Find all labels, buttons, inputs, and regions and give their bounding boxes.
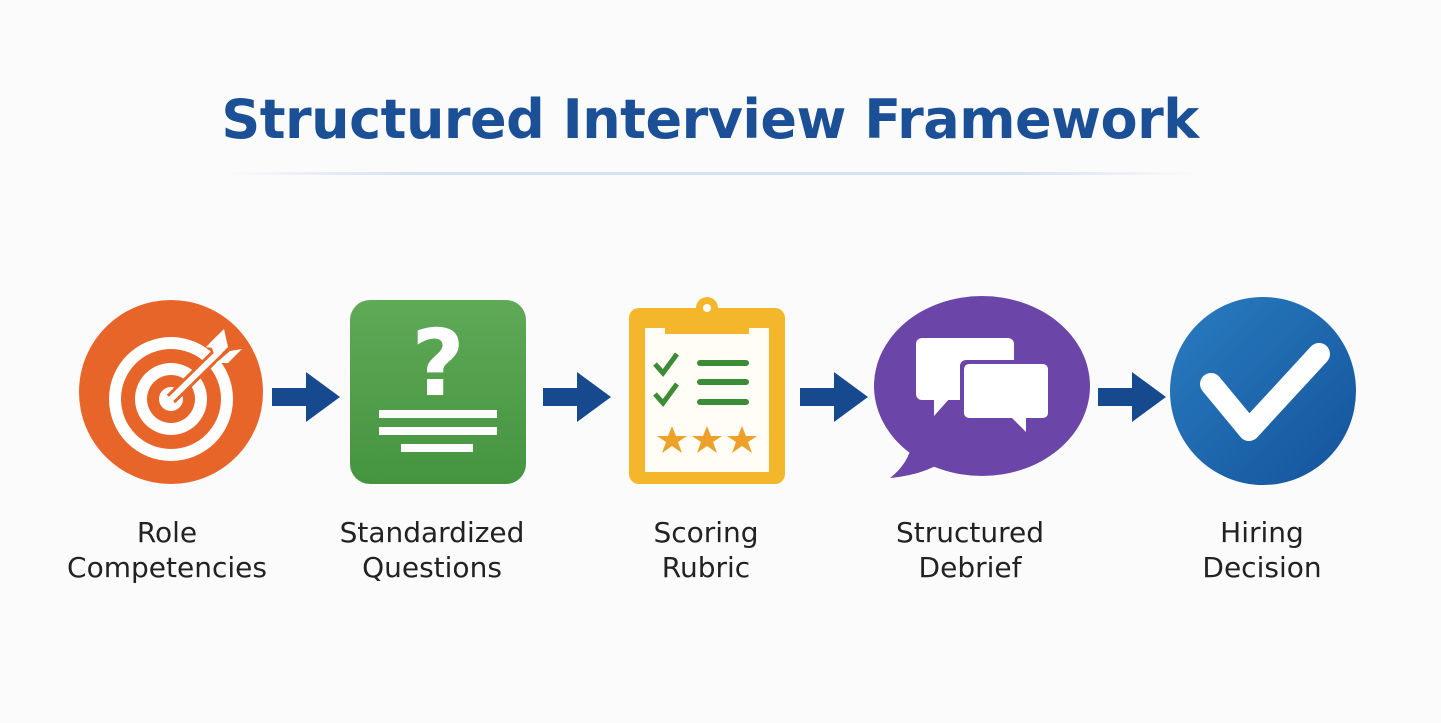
svg-text:?: ?	[411, 310, 464, 417]
arrow-4	[1098, 372, 1166, 422]
label-line: Questions	[362, 551, 502, 584]
label-line: Structured	[895, 516, 1045, 549]
label-line: Debrief	[918, 551, 1022, 584]
question-document-icon: ?	[350, 300, 526, 484]
arrow-2	[543, 372, 611, 422]
checkmark-icon	[1170, 297, 1356, 485]
clipboard-rubric-icon	[629, 297, 785, 484]
label-line: Decision	[1202, 551, 1322, 584]
arrow-3	[800, 372, 868, 422]
label-line: Standardized	[339, 516, 525, 549]
target-icon	[79, 300, 263, 484]
label-line: Rubric	[661, 551, 751, 584]
label-line: Scoring	[653, 516, 759, 549]
label-line: Hiring	[1220, 516, 1304, 549]
title-divider	[222, 172, 1200, 175]
arrow-1	[272, 372, 340, 422]
chat-bubbles-icon	[874, 296, 1090, 478]
label-line: Competencies	[67, 551, 267, 584]
page-title: Structured Interview Framework	[221, 88, 1199, 151]
label-line: Role	[136, 516, 198, 549]
